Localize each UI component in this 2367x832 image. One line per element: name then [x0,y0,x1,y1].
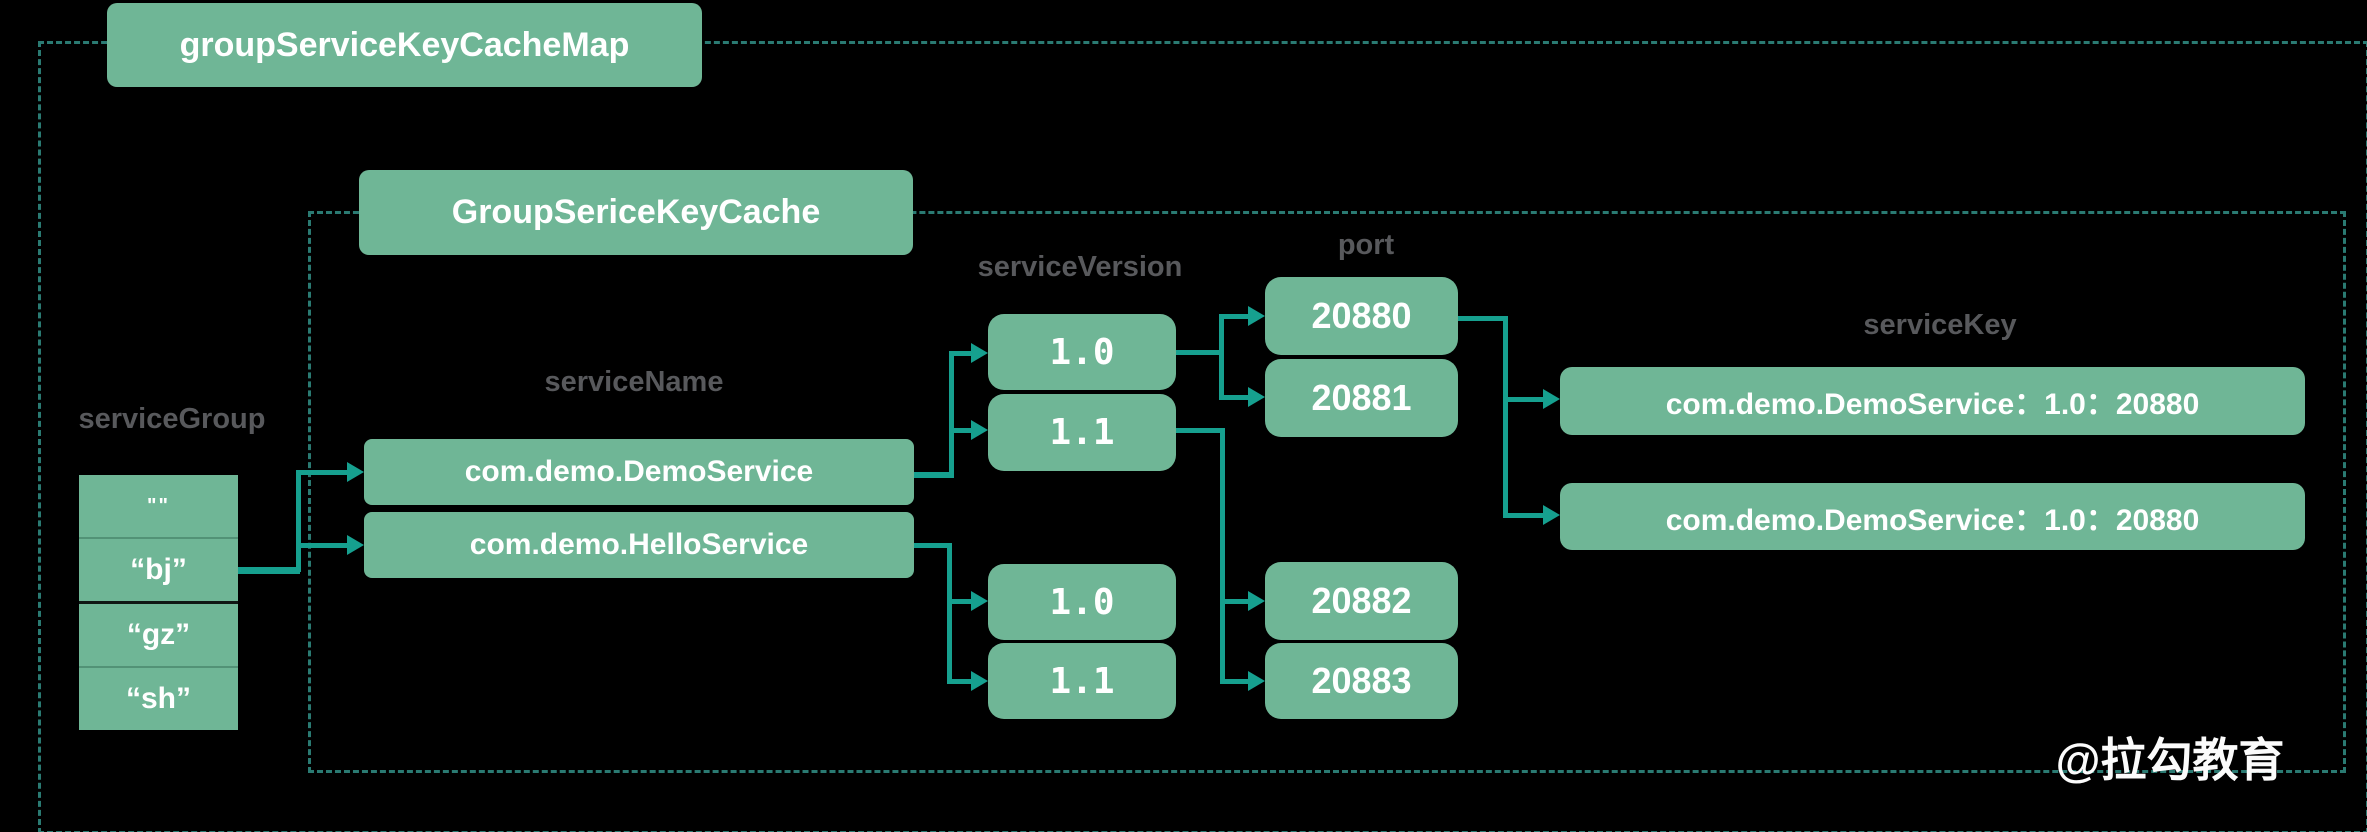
connector-v11-stem [1176,428,1225,433]
service-version-label: serviceVersion [977,251,1183,283]
map-title-box: groupServiceKeyCacheMap [107,3,702,87]
port-box-20880: 20880 [1265,277,1458,355]
service-name-label: serviceName [544,366,724,398]
connector-demo-vertical [949,351,954,478]
inner-dashed-boundary [308,211,2346,773]
service-group-label: serviceGroup [78,403,266,435]
connector-to-key1 [1503,397,1543,402]
service-key-2-text: com.demo.DemoService：1.0：20880 [1665,503,2200,537]
connector-demo-stem [914,472,954,478]
service-group-row-gz: “gz” [79,601,238,666]
connector-to-20880 [1219,314,1249,319]
service-key-1-text: com.demo.DemoService：1.0：20880 [1665,388,2200,421]
arrowhead-to-20882 [1248,591,1265,611]
arrowhead-to-upper-v11 [971,420,988,440]
connector-to-20883 [1220,679,1250,684]
connector-key-vertical [1503,316,1508,518]
connector-bj-vertical [296,470,301,572]
port-20883-text: 20883 [1311,660,1412,701]
connector-20880-stem [1458,316,1508,321]
version-box-upper-10: 1.0 [988,314,1176,390]
service-group-row-bj: “bj” [79,537,238,601]
arrowhead-to-upper-v10 [971,343,988,363]
port-20882-text: 20882 [1311,580,1412,621]
arrowhead-to-lower-v11 [971,671,988,691]
connector-demo-to-v11 [949,428,973,433]
connector-hello-vertical [947,543,952,684]
service-key-box-1: com.demo.DemoService：1.0：20880 [1560,367,2305,435]
watermark: @拉勾教育 [2055,734,2285,786]
service-group-table: "" “bj” “gz” “sh” [79,475,238,730]
version-upper-11-text: 1.1 [1049,412,1115,453]
arrowhead-to-key1 [1543,389,1560,409]
arrowhead-to-hello [347,535,364,555]
arrowhead-to-key2 [1543,505,1560,525]
port-box-20882: 20882 [1265,562,1458,640]
connector-to-key2 [1503,513,1543,518]
version-box-lower-11: 1.1 [988,643,1176,719]
service-name-box-demo: com.demo.DemoService [364,439,914,505]
port-20881-text: 20881 [1311,377,1412,418]
port-box-20881: 20881 [1265,359,1458,437]
version-upper-10-text: 1.0 [1049,331,1115,373]
service-name-hello-text: com.demo.HelloService [469,528,809,561]
port-20880-text: 20880 [1311,295,1412,336]
connector-lower-port-vertical [1220,428,1225,684]
port-box-20883: 20883 [1265,643,1458,719]
arrowhead-to-demo [347,462,364,482]
arrowhead-to-lower-v10 [971,591,988,611]
arrowhead-to-20883 [1248,671,1265,691]
connector-to-20882 [1220,599,1250,604]
version-box-upper-11: 1.1 [988,394,1176,471]
service-name-box-hello: com.demo.HelloService [364,512,914,578]
connector-upper-port-vertical [1219,314,1224,400]
connector-v10-stem [1176,350,1224,355]
connector-bj-to-demo [296,470,348,475]
version-lower-11-text: 1.1 [1049,660,1115,702]
connector-hello-to-v10 [947,599,973,604]
service-key-box-2: com.demo.DemoService：1.0：20880 [1560,483,2305,550]
arrowhead-to-20881 [1248,387,1265,407]
version-lower-10-text: 1.0 [1049,581,1115,623]
map-title-label: groupServiceKeyCacheMap [179,25,630,64]
cache-title-box: GroupSericeKeyCache [359,170,913,255]
connector-hello-stem [914,543,952,548]
service-group-row-empty: "" [147,494,170,517]
connector-hello-to-v11 [947,679,973,684]
connector-bj-to-hello [296,543,348,548]
arrowhead-to-20880 [1248,306,1265,326]
cache-title-label: GroupSericeKeyCache [451,193,821,231]
service-group-row-sh: “sh” [79,666,238,730]
version-box-lower-10: 1.0 [988,564,1176,640]
connector-demo-to-v10 [949,351,973,356]
connector-bj-stem [238,567,300,574]
connector-to-20881 [1219,395,1249,400]
service-name-demo-text: com.demo.DemoService [464,455,814,488]
port-label: port [1337,229,1395,261]
service-key-label: serviceKey [1863,309,2017,341]
